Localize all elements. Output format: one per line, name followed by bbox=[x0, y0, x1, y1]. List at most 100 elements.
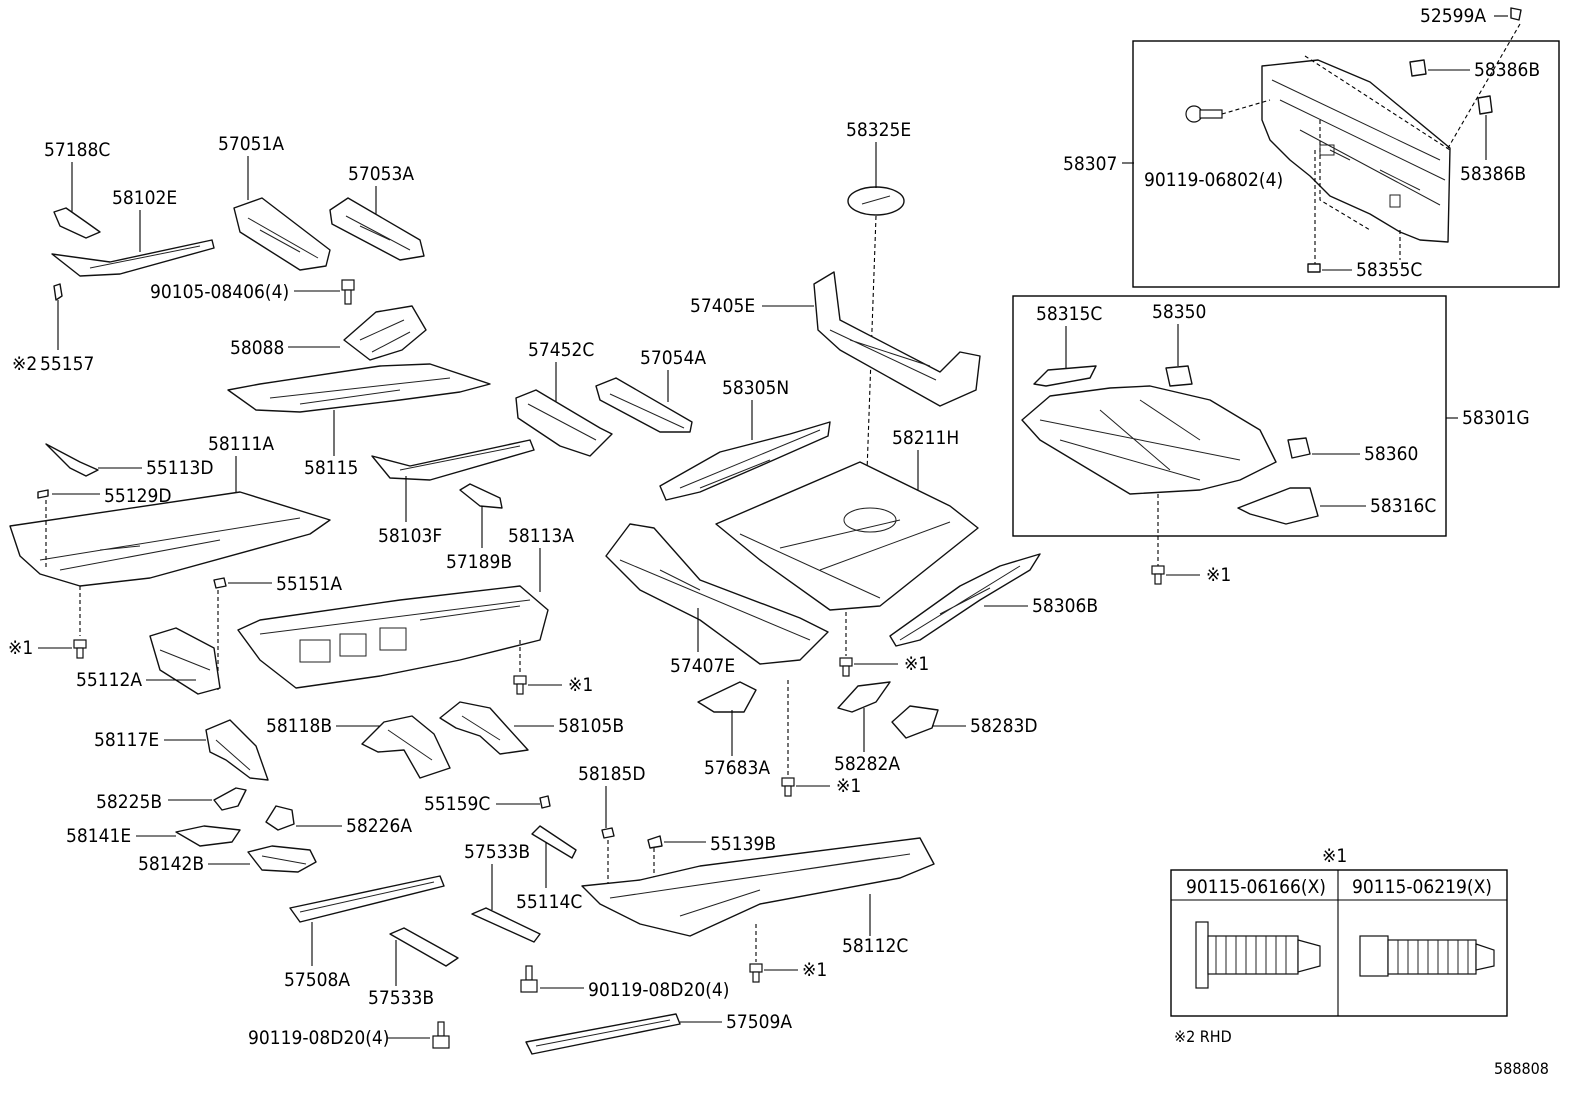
clip-55139B[interactable] bbox=[647, 835, 663, 849]
bolt-90105-08406[interactable] bbox=[341, 279, 355, 305]
label-55139B: 55139B bbox=[710, 833, 776, 855]
label-58350: 58350 bbox=[1152, 301, 1206, 323]
part-58360[interactable] bbox=[1287, 437, 1311, 459]
label-note1-center: ※1 bbox=[904, 653, 929, 675]
part-58225B[interactable] bbox=[213, 787, 247, 811]
part-58102E[interactable] bbox=[51, 239, 215, 277]
bolt-note1-right[interactable] bbox=[1151, 565, 1165, 585]
part-57188C[interactable] bbox=[53, 207, 101, 239]
clip-55129D[interactable] bbox=[37, 489, 49, 499]
label-58283D: 58283D bbox=[970, 715, 1038, 737]
part-58115[interactable] bbox=[227, 363, 491, 413]
clip-55157[interactable] bbox=[53, 283, 63, 301]
part-58211H[interactable] bbox=[715, 461, 979, 611]
label-58185D: 58185D bbox=[578, 763, 646, 785]
part-58088[interactable] bbox=[343, 305, 427, 361]
bolt-note1-bottom[interactable] bbox=[749, 963, 763, 983]
label-55113D: 55113D bbox=[146, 457, 214, 479]
part-58117E[interactable] bbox=[205, 719, 269, 781]
label-58225B: 58225B bbox=[96, 791, 162, 813]
bolt-90115-06166-icon[interactable] bbox=[1195, 921, 1321, 989]
label-58102E: 58102E bbox=[112, 187, 177, 209]
label-58306B: 58306B bbox=[1032, 595, 1098, 617]
part-58141E[interactable] bbox=[175, 825, 241, 847]
label-58386B-upper: 58386B bbox=[1474, 59, 1540, 81]
part-55112A[interactable] bbox=[149, 627, 221, 695]
clip-58386B-lower[interactable] bbox=[1477, 95, 1493, 115]
bolt-90119-08D20-upper[interactable] bbox=[520, 965, 538, 993]
label-note1-bottom: ※1 bbox=[802, 959, 827, 981]
bolt-note1-lower[interactable] bbox=[781, 777, 795, 797]
label-57683A: 57683A bbox=[704, 757, 770, 779]
label-note1-lower: ※1 bbox=[836, 775, 861, 797]
part-58307-shape[interactable] bbox=[1261, 59, 1451, 243]
label-58325E: 58325E bbox=[846, 119, 911, 141]
fastener-col2-header: 90115-06219(X) bbox=[1352, 876, 1492, 898]
part-57533B-lower[interactable] bbox=[389, 927, 459, 967]
group-box-58301G bbox=[1012, 295, 1447, 537]
part-57405E[interactable] bbox=[813, 271, 981, 407]
clip-58386B-upper[interactable] bbox=[1409, 59, 1427, 77]
label-90119-06802: 90119-06802(4) bbox=[1144, 169, 1283, 191]
part-57509A[interactable] bbox=[525, 1013, 681, 1055]
bolt-90119-08D20-lower[interactable] bbox=[432, 1021, 450, 1049]
part-58325E-plug[interactable] bbox=[847, 186, 905, 216]
part-58350[interactable] bbox=[1165, 365, 1193, 387]
label-55151A: 55151A bbox=[276, 573, 342, 595]
label-57054A: 57054A bbox=[640, 347, 706, 369]
label-58088: 58088 bbox=[230, 337, 284, 359]
label-52599A: 52599A bbox=[1420, 5, 1486, 27]
part-57053A[interactable] bbox=[329, 197, 425, 261]
part-58113A[interactable] bbox=[237, 585, 549, 689]
label-58142B: 58142B bbox=[138, 853, 204, 875]
label-58386B-lower: 58386B bbox=[1460, 163, 1526, 185]
part-57189B[interactable] bbox=[459, 483, 503, 509]
part-58111A[interactable] bbox=[9, 491, 331, 587]
part-58105B[interactable] bbox=[439, 701, 529, 755]
label-57188C: 57188C bbox=[44, 139, 110, 161]
part-58301G-floor[interactable] bbox=[1021, 385, 1277, 495]
label-57053A: 57053A bbox=[348, 163, 414, 185]
label-55112A: 55112A bbox=[76, 669, 142, 691]
part-57533B-upper[interactable] bbox=[471, 907, 541, 943]
label-57508A: 57508A bbox=[284, 969, 350, 991]
part-58282A[interactable] bbox=[837, 681, 891, 713]
label-55114C: 55114C bbox=[516, 891, 582, 913]
clip-58185D[interactable] bbox=[601, 827, 615, 839]
label-58316C: 58316C bbox=[1370, 495, 1436, 517]
part-58283D[interactable] bbox=[891, 705, 939, 739]
part-58315C[interactable] bbox=[1033, 365, 1097, 387]
part-58226A[interactable] bbox=[265, 805, 295, 831]
bolt-note1-center[interactable] bbox=[839, 657, 853, 677]
part-57452C[interactable] bbox=[515, 389, 613, 457]
part-58103F[interactable] bbox=[371, 439, 535, 481]
clip-52599A[interactable] bbox=[1510, 7, 1522, 21]
part-57051A[interactable] bbox=[233, 197, 331, 271]
label-90119-08D20-upper: 90119-08D20(4) bbox=[588, 979, 729, 1001]
label-58117E: 58117E bbox=[94, 729, 159, 751]
part-58305N[interactable] bbox=[659, 421, 831, 501]
part-55114C[interactable] bbox=[531, 825, 577, 859]
bolt-note1-mid[interactable] bbox=[513, 675, 527, 695]
fastener-table bbox=[1170, 869, 1508, 1017]
part-57407E[interactable] bbox=[605, 523, 829, 665]
label-57407E: 57407E bbox=[670, 655, 735, 677]
part-57508A[interactable] bbox=[289, 875, 445, 923]
clip-55151A[interactable] bbox=[213, 577, 227, 589]
bolt-90115-06219-icon[interactable] bbox=[1359, 935, 1495, 977]
part-58316C[interactable] bbox=[1237, 487, 1319, 525]
bolt-note1-left[interactable] bbox=[73, 639, 87, 659]
bolt-90119-06802[interactable] bbox=[1185, 105, 1223, 123]
part-57683A[interactable] bbox=[697, 681, 757, 713]
part-58112C[interactable] bbox=[581, 837, 935, 937]
clip-55159C[interactable] bbox=[539, 795, 551, 809]
part-58306B[interactable] bbox=[889, 553, 1041, 647]
part-58118B[interactable] bbox=[361, 715, 451, 779]
part-58142B[interactable] bbox=[247, 845, 317, 873]
clip-55113D[interactable] bbox=[45, 443, 99, 477]
part-57054A[interactable] bbox=[595, 377, 693, 433]
fastener-col1-header: 90115-06166(X) bbox=[1186, 876, 1326, 898]
label-58105B: 58105B bbox=[558, 715, 624, 737]
label-58141E: 58141E bbox=[66, 825, 131, 847]
